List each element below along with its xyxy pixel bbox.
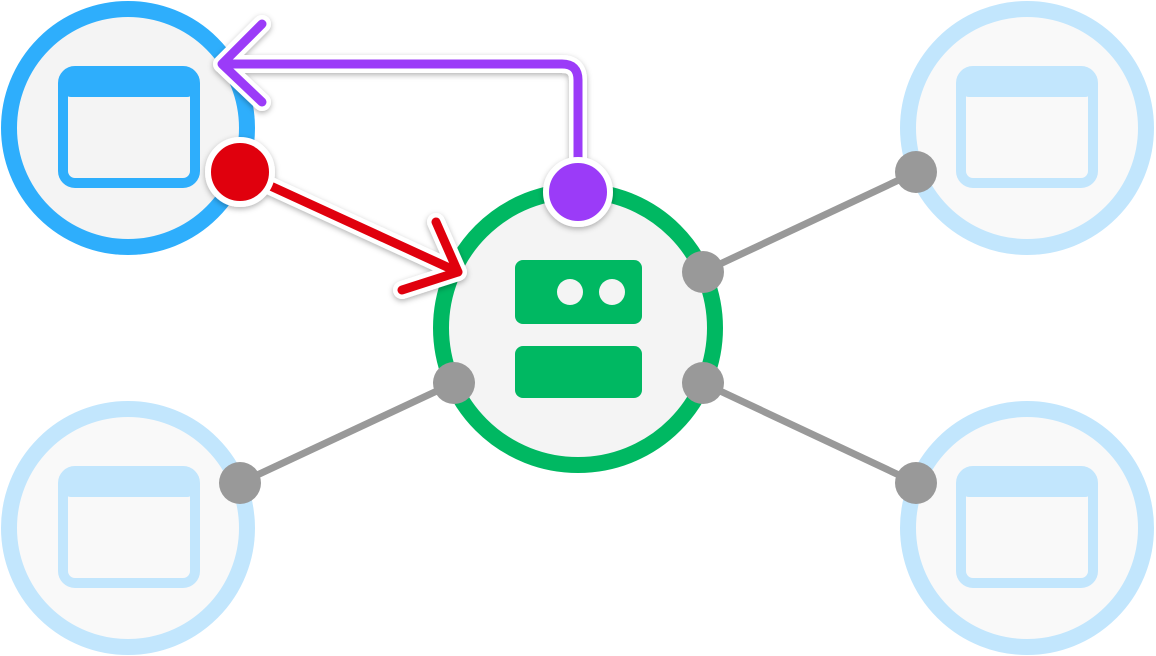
app-node-bottom-right[interactable] <box>900 401 1154 655</box>
connector-dots <box>219 151 937 504</box>
port-dot <box>682 362 724 404</box>
app-node-top-left[interactable] <box>1 1 255 255</box>
port-dot <box>219 462 261 504</box>
app-node-top-right[interactable] <box>900 1 1154 255</box>
request-origin-dot <box>205 137 275 207</box>
app-window-icon <box>956 66 1098 188</box>
app-node-bottom-left[interactable] <box>1 401 255 655</box>
response-origin-dot <box>543 157 613 227</box>
response-arrow <box>213 15 613 227</box>
robot-icon <box>515 260 642 398</box>
connector-top-right <box>701 168 918 276</box>
request-arrow <box>205 137 467 299</box>
port-dot <box>682 251 724 293</box>
port-dot <box>895 151 937 193</box>
app-window-icon <box>58 466 200 588</box>
port-dot <box>433 362 475 404</box>
connector-lines <box>238 168 918 487</box>
app-window-icon <box>58 66 200 188</box>
connector-bottom-right <box>701 379 918 487</box>
connector-bottom-left <box>238 379 456 487</box>
port-dot <box>895 462 937 504</box>
agent-node[interactable] <box>433 183 723 473</box>
app-window-icon <box>956 466 1098 588</box>
